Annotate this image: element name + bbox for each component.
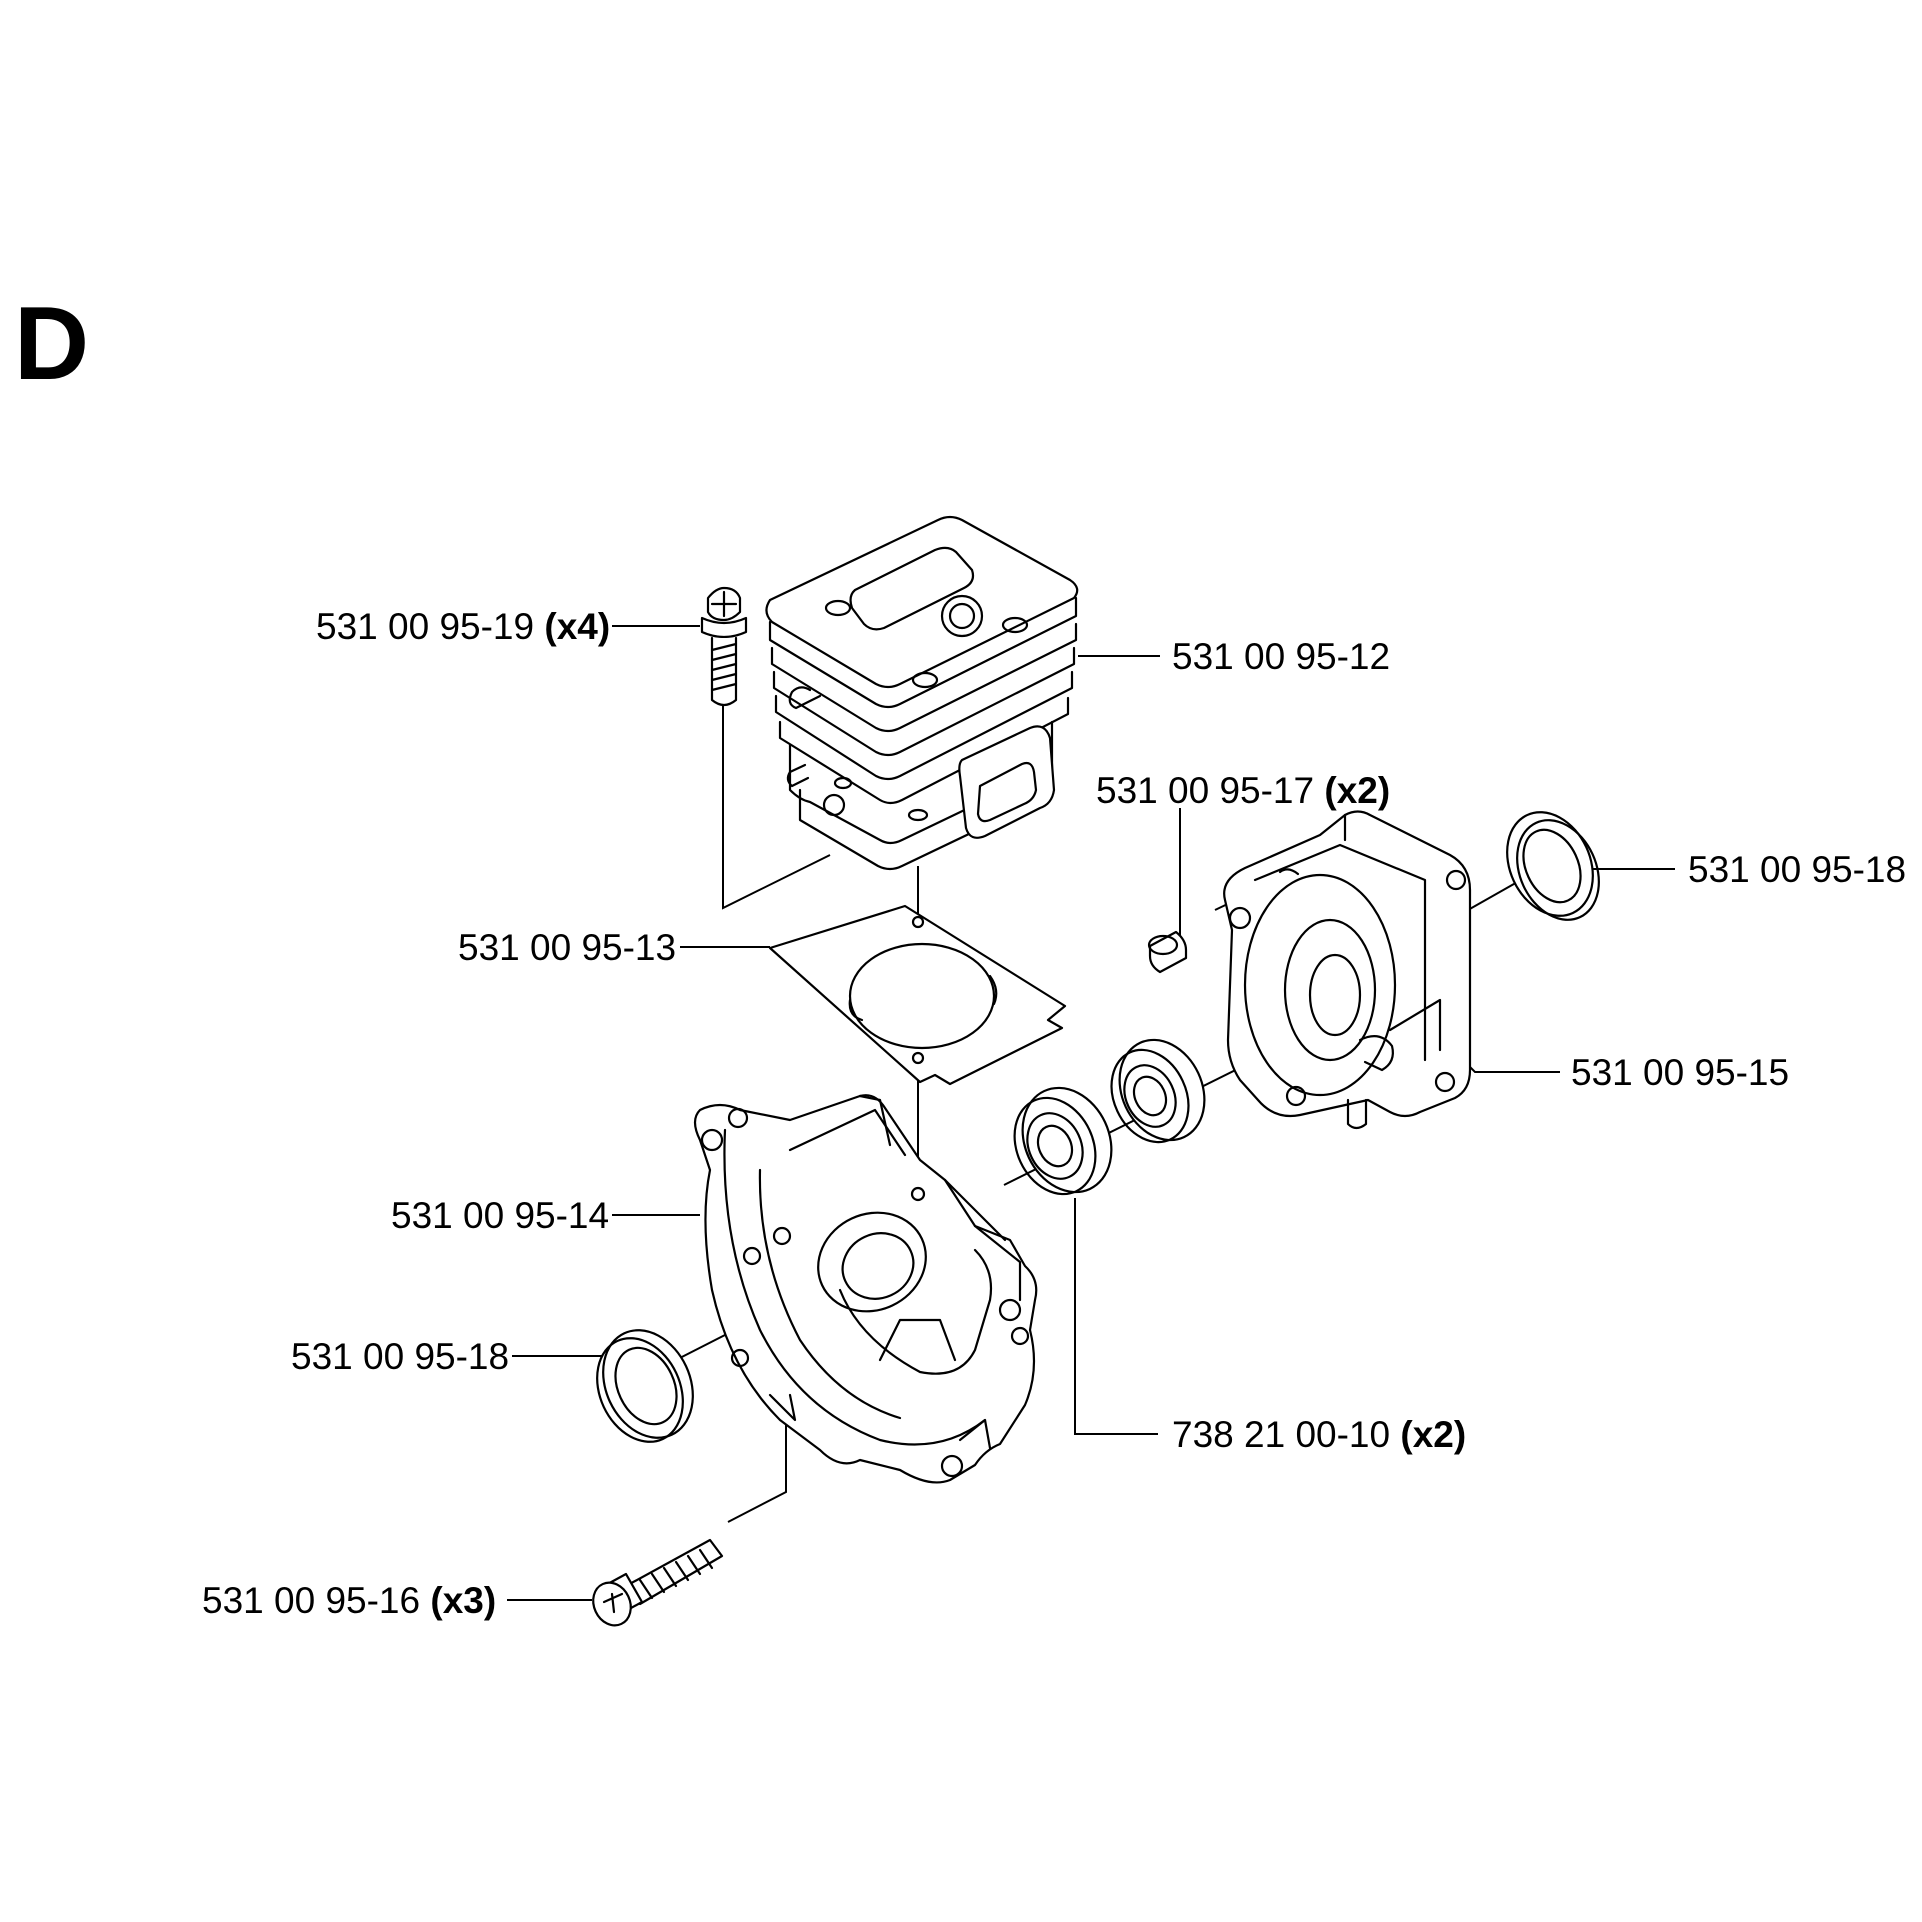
part-number: 531 00 95-13	[458, 927, 677, 968]
part-number: 531 00 95-14	[391, 1195, 610, 1236]
part-number: 738 21 00-10	[1172, 1414, 1391, 1455]
crankcase-left-part	[693, 1094, 1038, 1484]
quantity: (x3)	[430, 1580, 497, 1621]
callout-531-00-95-16: 531 00 95-16 (x3)	[202, 1582, 496, 1619]
callout-738-21-00-10: 738 21 00-10 (x2)	[1172, 1416, 1466, 1453]
cylinder-bolt-part	[700, 586, 748, 707]
crankcase-screw-part	[592, 1538, 724, 1627]
quantity: (x2)	[1324, 770, 1391, 811]
part-number: 531 00 95-18	[1688, 849, 1907, 890]
part-number: 531 00 95-17	[1096, 770, 1315, 811]
callout-531-00-95-15: 531 00 95-15	[1571, 1054, 1789, 1091]
section-letter: D	[14, 286, 90, 402]
leader-line-15	[1464, 1061, 1560, 1073]
part-number: 531 00 95-12	[1172, 636, 1391, 677]
callout-531-00-95-13: 531 00 95-13	[458, 929, 676, 966]
callout-531-00-95-19: 531 00 95-19 (x4)	[316, 608, 610, 645]
dowel-pin-part	[1147, 930, 1188, 974]
leader-line-10	[1074, 1198, 1158, 1435]
bearing-left-part	[1013, 1086, 1113, 1196]
callout-531-00-95-17: 531 00 95-17 (x2)	[1096, 772, 1390, 809]
bolt-axis-line	[722, 702, 831, 910]
cylinder-part	[765, 515, 1079, 871]
quantity: (x2)	[1400, 1414, 1467, 1455]
callout-531-00-95-18-right: 531 00 95-18	[1688, 851, 1906, 888]
part-number: 531 00 95-16	[202, 1580, 421, 1621]
part-number: 531 00 95-19	[316, 606, 535, 647]
part-number: 531 00 95-18	[291, 1336, 510, 1377]
callout-531-00-95-18-left: 531 00 95-18	[291, 1338, 509, 1375]
quantity: (x4)	[544, 606, 611, 647]
part-number: 531 00 95-15	[1571, 1052, 1790, 1093]
leader-line-17	[1167, 808, 1181, 946]
oil-seal-right-part	[1506, 811, 1600, 921]
bearing-right-part	[1110, 1038, 1206, 1144]
oil-seal-left-part	[596, 1329, 694, 1443]
cylinder-gasket-part	[768, 904, 1067, 1086]
callout-531-00-95-12: 531 00 95-12	[1172, 638, 1390, 675]
callout-531-00-95-14: 531 00 95-14	[391, 1197, 609, 1234]
crankcase-right-part	[1223, 810, 1472, 1130]
